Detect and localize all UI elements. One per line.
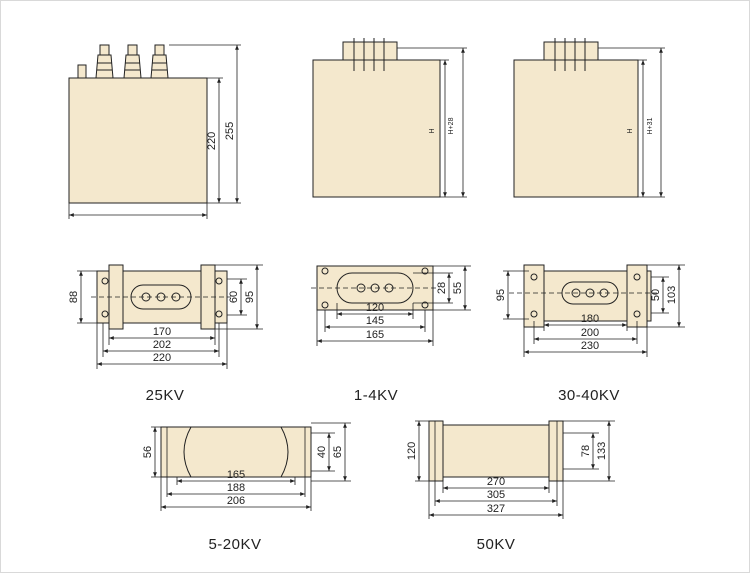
plan-view-5-20kv: 56 40 65 165 188 206 [142, 422, 351, 511]
dim-width-3: 220 [153, 352, 171, 364]
dim-h-plus: H+28 [448, 117, 455, 134]
dim-width-1: 170 [153, 326, 171, 338]
dim-width-1: 180 [581, 313, 599, 325]
dim-outer-height: 55 [452, 282, 464, 294]
dim-outer-height: 103 [666, 286, 678, 304]
caption-25kv: 25KV [146, 387, 185, 404]
dim-body-height: 220 [206, 132, 218, 150]
dim-width-2: 145 [366, 315, 384, 327]
capacitor-body [68, 77, 208, 204]
dim-width-3: 165 [366, 329, 384, 341]
elevation-view-right: H H+31 [513, 38, 665, 198]
dim-width-3: 327 [487, 503, 505, 515]
dim-width-3: 230 [581, 340, 599, 352]
dim-width-1: 120 [366, 302, 384, 314]
dim-h: H [429, 128, 436, 133]
dim-h: H [627, 128, 634, 133]
dim-slot-height: 28 [436, 282, 448, 294]
capacitor-body [312, 59, 441, 198]
dim-width-1: 165 [227, 469, 245, 481]
dim-outer-height: 65 [332, 446, 344, 458]
caption-30-40kv: 30-40KV [558, 387, 620, 404]
dim-width-3: 206 [227, 495, 245, 507]
dim-total-height: 255 [224, 122, 236, 140]
dim-slot-height: 78 [580, 445, 592, 457]
dim-width-2: 200 [581, 327, 599, 339]
caption-1-4kv: 1-4KV [354, 387, 398, 404]
dim-width-2: 188 [227, 482, 245, 494]
plan-view-1-4kv: 28 55 120 145 165 [311, 265, 471, 346]
caption-5-20kv: 5-20KV [208, 536, 261, 553]
dim-left-height: 120 [406, 442, 418, 460]
dim-width-1: 270 [487, 476, 505, 488]
terminal-block [543, 41, 599, 61]
terminal-block [342, 41, 398, 61]
dim-left-height: 56 [142, 446, 154, 458]
plan-view-30-40kv: 95 50 103 180 200 230 [495, 264, 685, 357]
dim-outer-height: 133 [596, 442, 608, 460]
plan-view-50kv: 120 78 133 270 305 327 [406, 420, 615, 519]
dim-width-2: 305 [487, 489, 505, 501]
dim-slot-height: 40 [316, 446, 328, 458]
dim-width-2: 202 [153, 339, 171, 351]
bracket-body [428, 424, 564, 478]
bushings [95, 44, 169, 79]
dim-slot-height: 50 [650, 289, 662, 301]
elevation-view-middle: H H+28 [312, 38, 467, 198]
dim-slot-height: 60 [228, 291, 240, 303]
dim-left-height: 95 [495, 289, 507, 301]
dim-left-height: 88 [68, 291, 80, 303]
plan-view-25kv: 88 60 95 170 202 220 [68, 264, 263, 369]
caption-50kv: 50KV [477, 536, 516, 553]
ground-stud [77, 64, 87, 79]
elevation-view-25kv: 220 255 [68, 44, 241, 219]
capacitor-body [513, 59, 639, 198]
dim-h-plus: H+31 [647, 117, 654, 134]
dim-outer-height: 95 [244, 291, 256, 303]
